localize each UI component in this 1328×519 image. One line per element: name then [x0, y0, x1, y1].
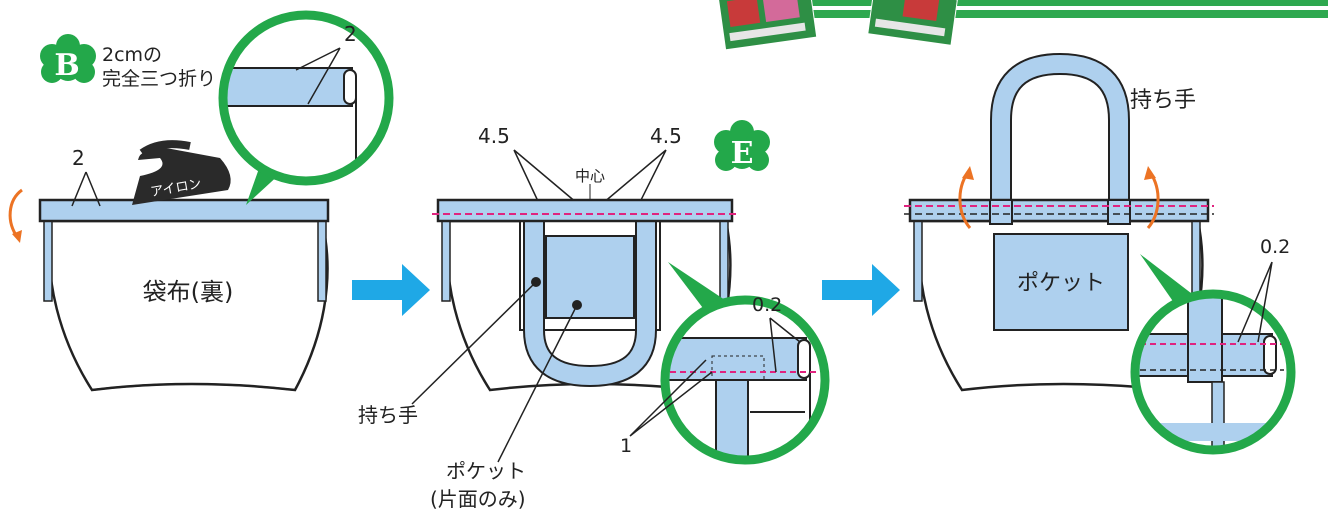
- next-step-arrow-icon: [352, 264, 430, 316]
- zoom-fold-width: 2: [344, 22, 357, 46]
- step-e: E 4.5 4.5 中心 持ち手 ポケット (片面のみ): [358, 120, 830, 511]
- book-cover-icon: [717, 0, 1328, 51]
- zoom-fold-detail: 2: [218, 10, 394, 186]
- next-step-arrow-icon: [822, 264, 900, 316]
- left-offset: 4.5: [478, 124, 510, 148]
- center-label: 中心: [575, 167, 605, 185]
- instruction-line1: 2cmの: [102, 44, 162, 66]
- badge-letter: E: [731, 136, 754, 171]
- clover-badge-icon: B: [40, 34, 96, 83]
- handle-overlap: 1: [620, 435, 632, 457]
- pocket-label-line1: ポケット: [446, 459, 526, 483]
- step-final: 持ち手 ポケット: [904, 52, 1296, 455]
- bag-label: 袋布(裏): [143, 278, 234, 306]
- iron-icon: アイロン: [132, 140, 231, 205]
- handle-label: 持ち手: [1130, 88, 1196, 113]
- step-b: B 2cmの 完全三つ折り 袋布(裏) 2 アイロン: [8, 10, 394, 392]
- stitch-offset: 0.2: [1260, 236, 1290, 258]
- zoom-stitch-detail: 0.2 1: [620, 294, 830, 465]
- handle-label: 持ち手: [358, 403, 418, 427]
- clover-badge-icon: E: [714, 120, 770, 171]
- right-offset: 4.5: [650, 124, 682, 148]
- fold-width: 2: [72, 146, 85, 170]
- bag-b: 袋布(裏): [38, 198, 330, 392]
- stitch-offset: 0.2: [752, 294, 782, 316]
- pocket-label: ポケット: [1017, 271, 1105, 296]
- instruction-line2: 完全三つ折り: [102, 68, 216, 90]
- pocket-label-line2: (片面のみ): [430, 487, 526, 511]
- zoom-final-detail: 0.2: [1130, 236, 1296, 455]
- badge-letter: B: [54, 48, 79, 83]
